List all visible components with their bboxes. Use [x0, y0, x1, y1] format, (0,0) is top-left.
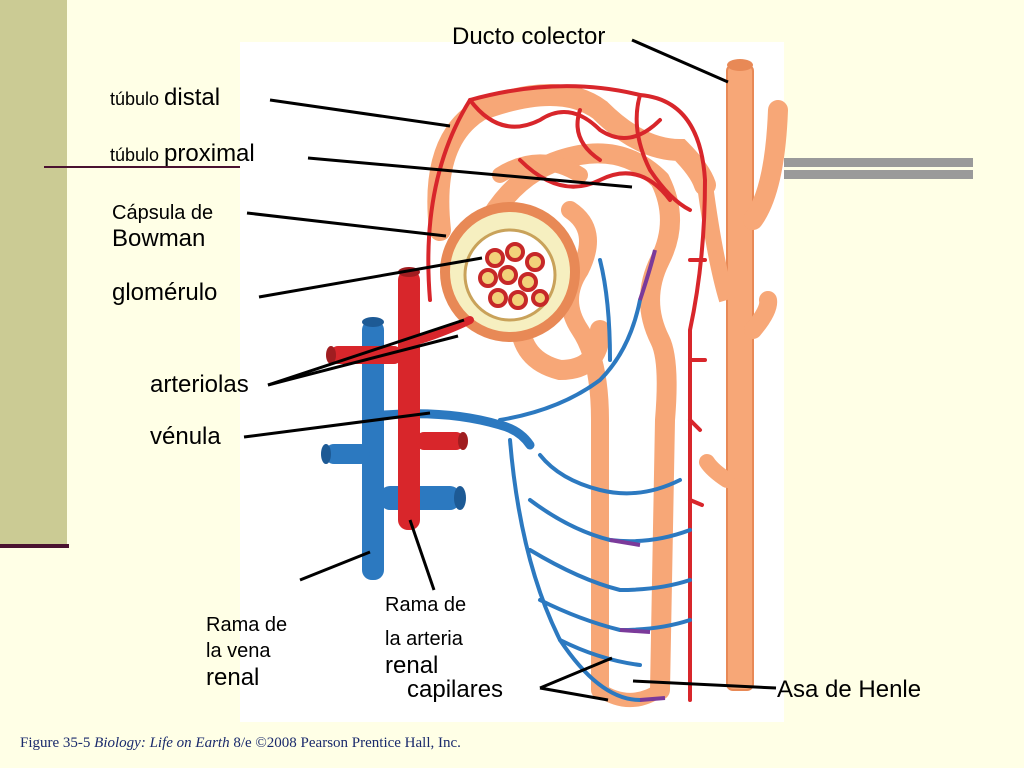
label-arteriolas: arteriolas — [150, 371, 249, 398]
slide-top-divider — [44, 166, 244, 168]
label-tubulo-proximal-main: proximal — [164, 140, 255, 167]
slide-side-band — [0, 0, 67, 544]
label-vena-line2: la vena — [206, 640, 271, 662]
label-arteria-line1: Rama de — [385, 594, 467, 616]
peritubular-capillaries-venous — [498, 258, 692, 702]
glomerulus — [478, 242, 549, 310]
label-tubulo-distal: túbulo distal — [110, 84, 221, 111]
label-ducto-colector: Ducto colector — [452, 23, 606, 50]
label-capsula-line1: Cápsula de — [112, 202, 214, 224]
label-arteria-line2: la arteria — [385, 628, 463, 650]
label-tubulo-distal-prefix: túbulo — [110, 89, 165, 109]
slide-right-bars — [770, 158, 973, 180]
label-capsula-line2: Bowman — [112, 225, 206, 252]
leader-lines — [243, 38, 777, 702]
capillary-transition-segments — [609, 249, 666, 702]
label-venula: vénula — [150, 423, 221, 450]
label-tubulo-distal-main: distal — [164, 84, 221, 111]
label-asa-henle: Asa de Henle — [777, 676, 922, 703]
caption-book-title: Biology: Life on Earth — [94, 735, 230, 751]
caption-edition-copyright: 8/e ©2008 Pearson Prentice Hall, Inc. — [229, 735, 461, 751]
label-capilares: capilares — [407, 676, 504, 703]
collecting-duct — [697, 59, 788, 691]
caption-figure-number: Figure 35-5 — [20, 735, 95, 751]
slide-side-divider — [0, 544, 69, 548]
label-tubulo-proximal: túbulo proximal — [110, 140, 255, 167]
label-vena-line3: renal — [206, 664, 260, 691]
label-glomerulo: glomérulo — [112, 279, 218, 306]
label-vena-line1: Rama de — [206, 614, 288, 636]
label-arteria-line3: renal — [385, 652, 439, 679]
figure-caption: Figure 35-5 Biology: Life on Earth 8/e ©… — [20, 735, 461, 752]
label-tubulo-proximal-prefix: túbulo — [110, 145, 165, 165]
